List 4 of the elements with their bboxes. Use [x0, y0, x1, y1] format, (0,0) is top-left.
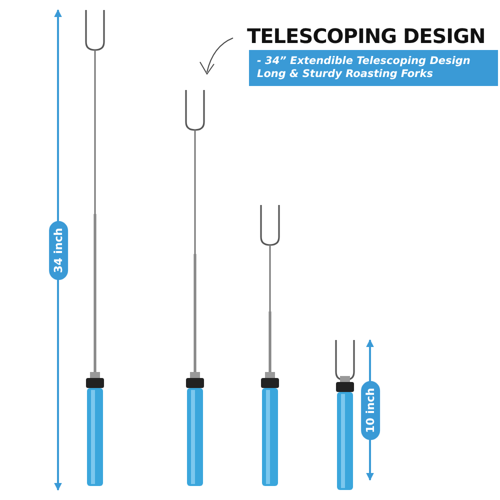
heading: TELESCOPING DESIGN — [247, 24, 486, 48]
dimension-label: 10 inch — [360, 380, 380, 440]
description-banner: - 34” Extendible Telescoping Design Long & Sturdy Roasting Forks — [249, 50, 498, 86]
dimension-label: 34 inch — [48, 220, 68, 280]
